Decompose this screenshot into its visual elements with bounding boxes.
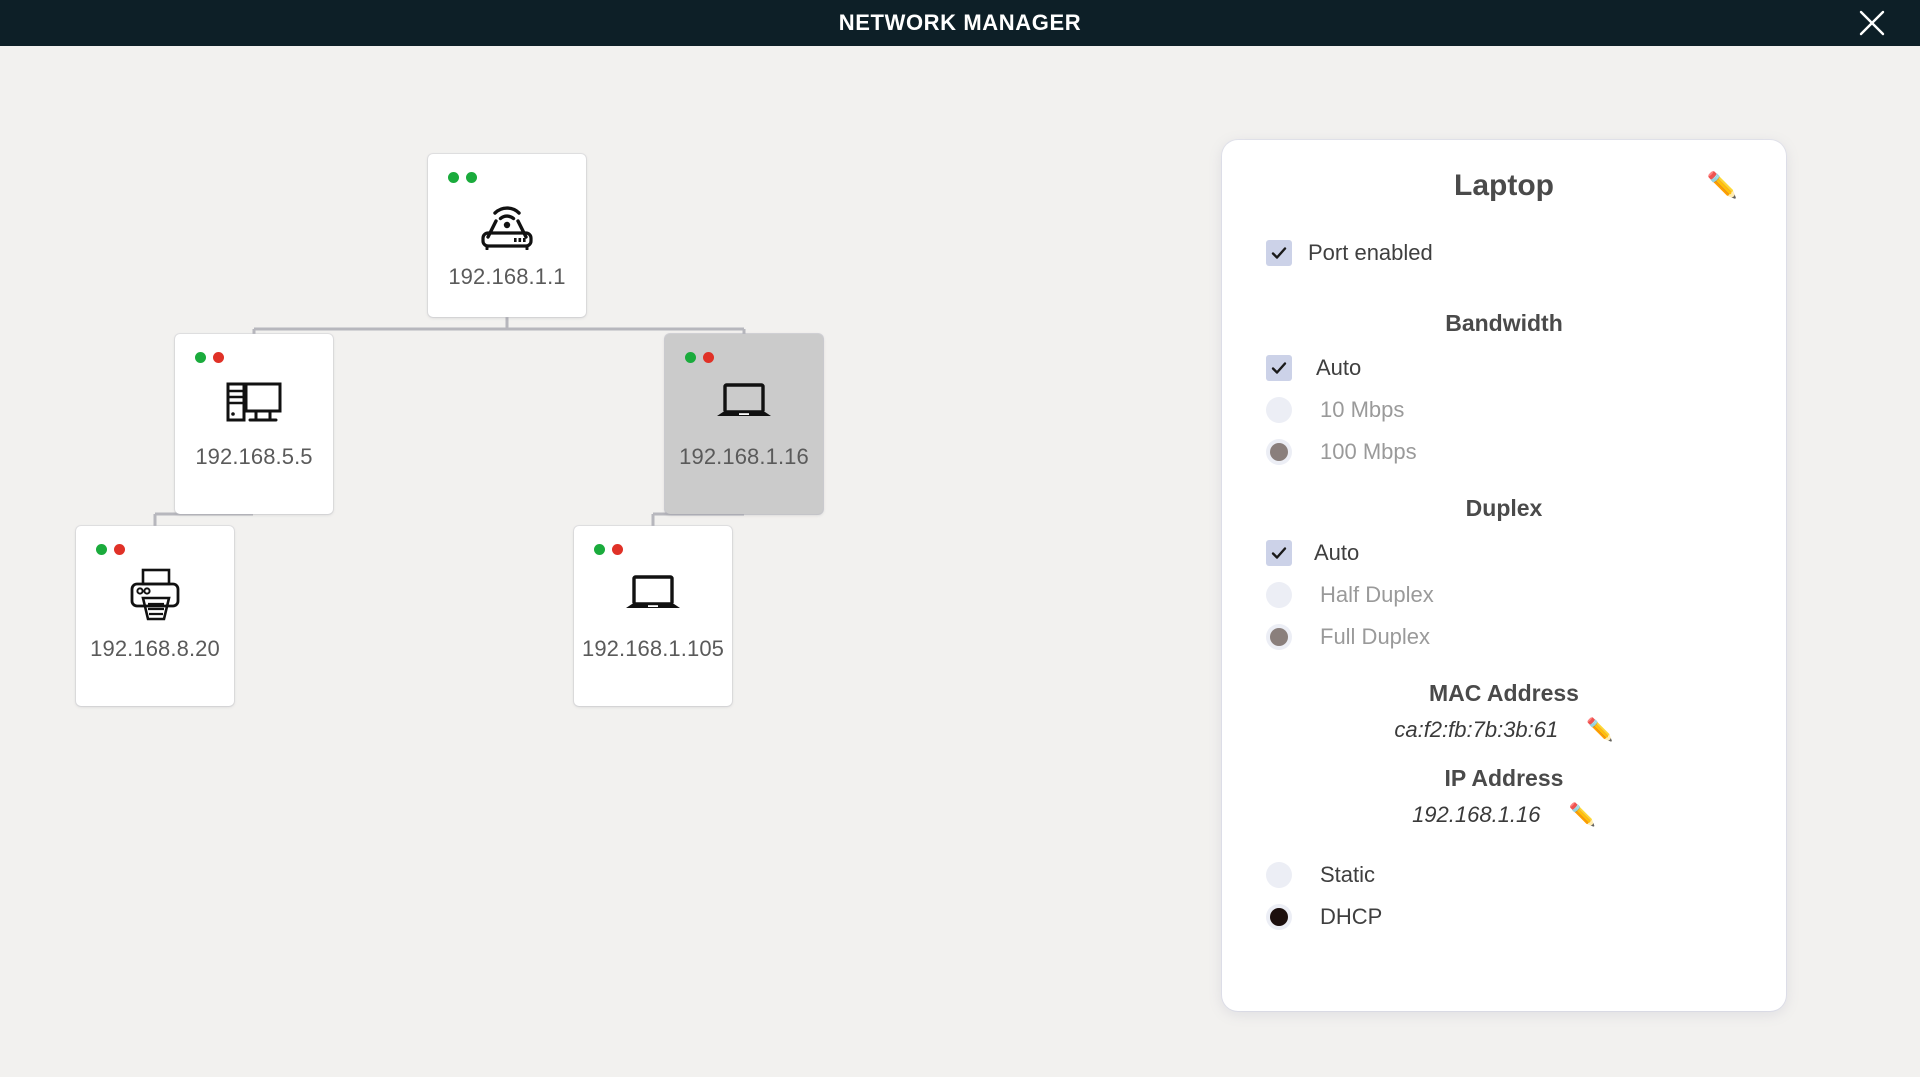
status-leds	[448, 172, 477, 183]
bandwidth-10mbps-label: 10 Mbps	[1320, 397, 1405, 422]
status-led-green	[594, 544, 605, 555]
bandwidth-auto-row[interactable]: Auto	[1222, 347, 1786, 389]
port-enabled-row[interactable]: Port enabled	[1222, 232, 1786, 274]
bandwidth-auto-label: Auto	[1316, 355, 1362, 380]
status-led-green	[195, 352, 206, 363]
device-ip-label: 192.168.8.20	[90, 636, 220, 661]
device-node-desktop[interactable]: 192.168.5.5	[175, 334, 333, 514]
pencil-icon-edit-ip[interactable]: ✏️	[1568, 802, 1596, 827]
status-led-red	[213, 352, 224, 363]
laptop-icon	[574, 564, 732, 626]
device-node-laptop-2[interactable]: 192.168.1.105	[574, 526, 732, 706]
status-led-green	[96, 544, 107, 555]
addressing-static-row[interactable]: Static	[1222, 854, 1786, 896]
duplex-auto-row[interactable]: Auto	[1222, 532, 1786, 574]
port-enabled-label: Port enabled	[1308, 240, 1433, 265]
ip-address-value-row: 192.168.1.16 ✏️	[1222, 802, 1786, 828]
bandwidth-auto-checkbox[interactable]	[1266, 355, 1292, 381]
status-leds	[594, 544, 623, 555]
device-ip-label: 192.168.1.1	[448, 264, 566, 289]
close-button[interactable]	[1852, 3, 1892, 43]
pencil-icon-rename-device[interactable]: ✏️	[1706, 171, 1738, 200]
page-title: NETWORK MANAGER	[838, 10, 1082, 35]
status-led-green	[448, 172, 459, 183]
printer-icon	[76, 564, 234, 626]
duplex-heading: Duplex	[1465, 495, 1543, 521]
mac-address-value-row: ca:f2:fb:7b:3b:61 ✏️	[1222, 717, 1786, 743]
mac-address-heading: MAC Address	[1429, 680, 1579, 706]
duplex-full-radio[interactable]	[1266, 624, 1292, 650]
duplex-half-row[interactable]: Half Duplex	[1222, 574, 1786, 616]
addressing-static-label: Static	[1320, 862, 1376, 887]
status-led-green	[466, 172, 477, 183]
bandwidth-10mbps-radio[interactable]	[1266, 397, 1292, 423]
duplex-half-label: Half Duplex	[1320, 582, 1434, 607]
ip-address-value: 192.168.1.16	[1412, 802, 1541, 827]
duplex-auto-checkbox[interactable]	[1266, 540, 1292, 566]
mac-address-value: ca:f2:fb:7b:3b:61	[1394, 717, 1559, 742]
port-enabled-checkbox[interactable]	[1266, 240, 1292, 266]
device-ip-label: 192.168.1.105	[582, 636, 724, 661]
status-leds	[685, 352, 714, 363]
device-node-laptop-selected[interactable]: 192.168.1.16	[665, 334, 823, 514]
addressing-dhcp-label: DHCP	[1320, 904, 1383, 929]
desktop-computer-icon	[175, 372, 333, 434]
laptop-icon	[665, 372, 823, 434]
spacer	[1222, 274, 1786, 288]
addressing-dhcp-radio[interactable]	[1266, 904, 1292, 930]
addressing-static-radio[interactable]	[1266, 862, 1292, 888]
topology-canvas: 192.168.1.1 192.168.5.5	[0, 46, 1920, 1077]
device-ip-label: 192.168.5.5	[195, 444, 313, 469]
device-node-router[interactable]: 192.168.1.1	[428, 154, 586, 317]
status-led-red	[703, 352, 714, 363]
panel-device-title: Laptop	[1454, 169, 1554, 202]
pencil-icon-edit-mac[interactable]: ✏️	[1586, 717, 1614, 742]
wifi-router-icon	[428, 192, 586, 254]
window-titlebar: NETWORK MANAGER	[0, 0, 1920, 46]
bandwidth-100mbps-label: 100 Mbps	[1320, 439, 1417, 464]
device-node-printer[interactable]: 192.168.8.20	[76, 526, 234, 706]
device-ip-label: 192.168.1.16	[679, 444, 809, 469]
status-led-red	[114, 544, 125, 555]
addressing-dhcp-row[interactable]: DHCP	[1222, 896, 1786, 938]
duplex-auto-label: Auto	[1314, 540, 1360, 565]
status-led-green	[685, 352, 696, 363]
status-leds	[195, 352, 224, 363]
status-leds	[96, 544, 125, 555]
duplex-full-row[interactable]: Full Duplex	[1222, 616, 1786, 658]
device-properties-panel: Laptop ✏️ Port enabled Bandwidth Auto	[1222, 140, 1786, 1011]
bandwidth-100mbps-row[interactable]: 100 Mbps	[1222, 431, 1786, 473]
bandwidth-100mbps-radio[interactable]	[1266, 439, 1292, 465]
bandwidth-10mbps-row[interactable]: 10 Mbps	[1222, 389, 1786, 431]
status-led-red	[612, 544, 623, 555]
spacer	[1222, 828, 1786, 854]
bandwidth-heading: Bandwidth	[1445, 310, 1563, 336]
duplex-half-radio[interactable]	[1266, 582, 1292, 608]
duplex-full-label: Full Duplex	[1320, 624, 1431, 649]
ip-address-heading: IP Address	[1444, 765, 1564, 791]
panel-header: Laptop ✏️	[1222, 140, 1786, 232]
close-icon	[1857, 8, 1887, 38]
